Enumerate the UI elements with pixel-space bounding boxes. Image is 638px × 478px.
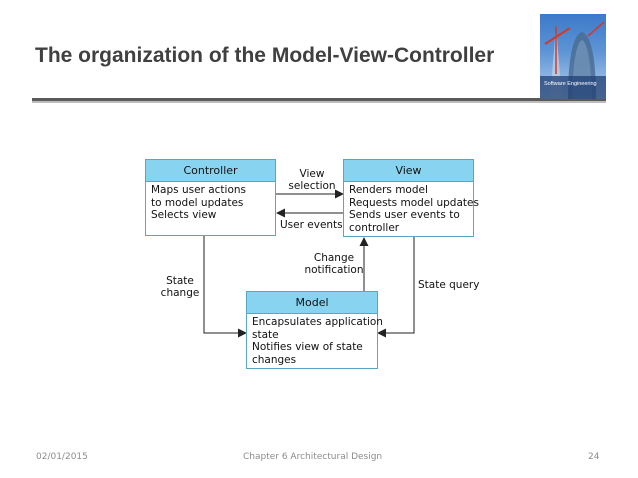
edge-state-change — [203, 236, 247, 338]
controller-line: Maps user actions — [151, 184, 246, 196]
view-line: Sends user events to — [349, 209, 460, 221]
model-line: changes — [252, 353, 297, 366]
view-node-header: View — [343, 159, 474, 182]
edge-state-query — [377, 236, 415, 338]
footer-chapter: Chapter 6 Architectural Design — [243, 452, 383, 462]
view-line: Renders model — [349, 184, 428, 196]
slide-title: The organization of the Model-View-Contr… — [35, 44, 495, 67]
cover-label: Software Engineering — [544, 81, 597, 87]
cover-illustration — [540, 21, 606, 99]
book-cover-image: Software Engineering — [540, 14, 606, 99]
view-line: controller — [349, 221, 400, 234]
title-divider-shadow — [32, 101, 606, 103]
model-node-header: Model — [246, 291, 378, 314]
model-node-body: Encapsulates application state Notifies … — [246, 313, 383, 369]
footer-page-number: 24 — [588, 452, 600, 462]
model-line: state — [252, 328, 279, 341]
title-divider — [32, 98, 606, 101]
edge-label-state-query: State query — [418, 279, 480, 291]
controller-node-header: Controller — [145, 159, 276, 182]
controller-node-body: Maps user actions to model updates Selec… — [145, 181, 276, 236]
controller-line: to model updates — [151, 196, 244, 209]
model-line: Encapsulates application — [252, 316, 383, 328]
controller-line: Selects view — [151, 209, 217, 221]
edge-label-user-events: User events — [280, 219, 343, 231]
footer-date: 02/01/2015 — [36, 452, 88, 462]
view-line: Requests model updates — [349, 196, 479, 209]
view-node-body: Renders model Requests model updates Sen… — [343, 181, 479, 237]
model-line: Notifies view of state — [252, 341, 363, 353]
